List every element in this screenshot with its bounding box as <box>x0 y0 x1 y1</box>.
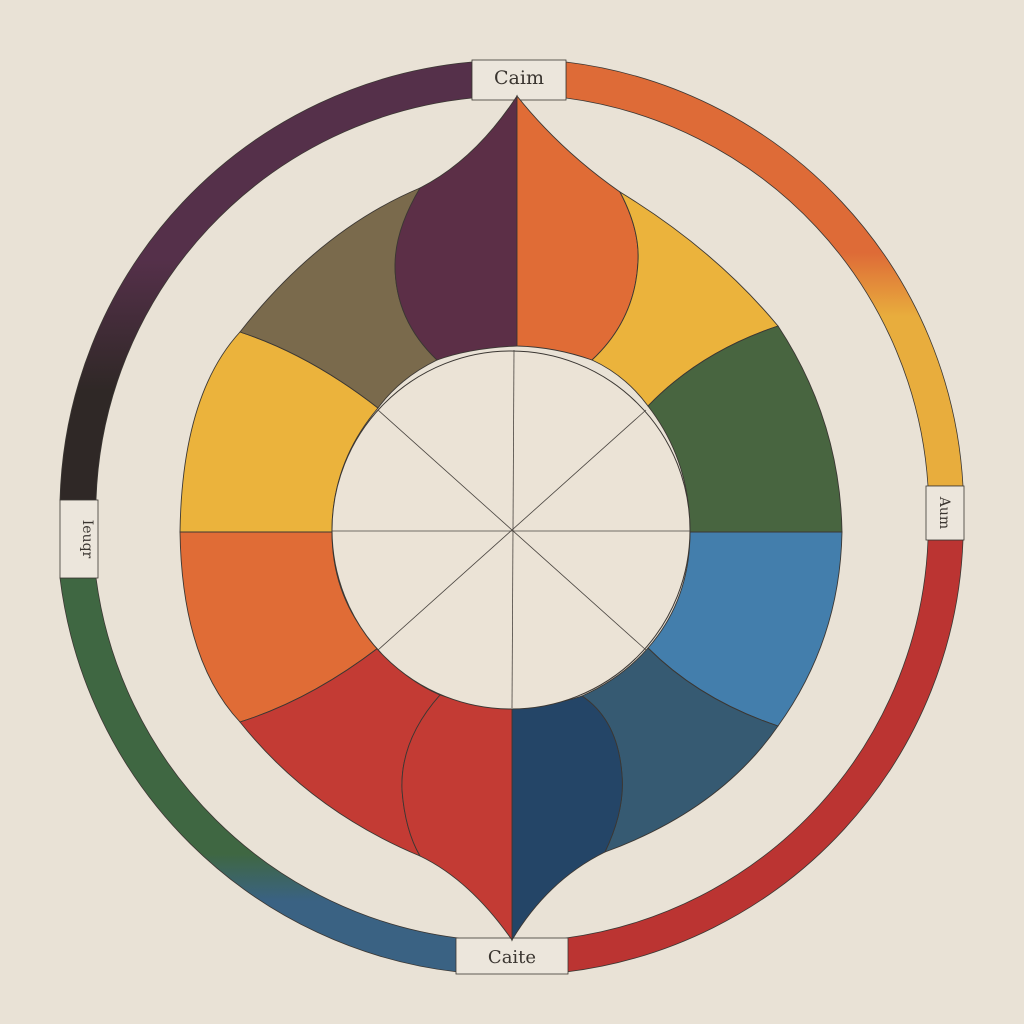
label-top: Caim <box>494 67 544 89</box>
label-plate-bottom: Caite <box>455 937 569 975</box>
segment-green <box>647 325 843 533</box>
label-right: Aum <box>936 496 952 529</box>
segment-purple-drop <box>394 94 518 361</box>
label-plate-top: Caim <box>471 59 567 101</box>
label-left: Ieuqr <box>79 520 95 559</box>
label-plate-left: Ieuqr <box>59 499 99 579</box>
center-spokes <box>332 349 690 709</box>
spoke-diagonal-b <box>377 409 647 651</box>
label-plate-right: Aum <box>925 485 965 541</box>
label-bottom: Caite <box>488 947 536 968</box>
segment-yellow-right <box>591 190 779 407</box>
center-disc <box>331 350 691 710</box>
